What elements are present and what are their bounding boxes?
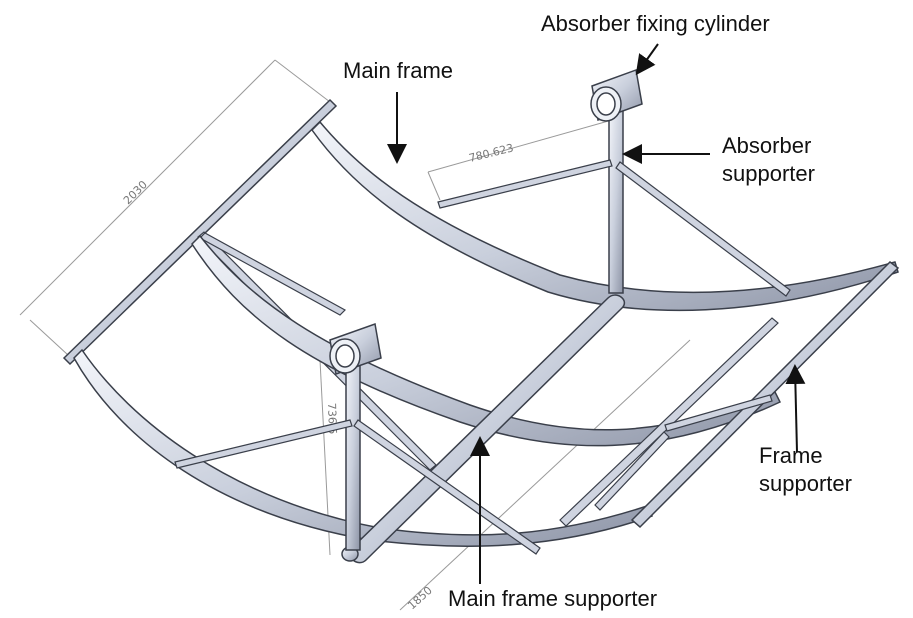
absorber-fixing-cylinder-label: Absorber fixing cylinder: [541, 11, 770, 36]
absorber-braces: [174, 159, 791, 555]
dimension-extension-line: [29, 319, 69, 356]
arrow-frame-supporter: [785, 364, 806, 453]
absorber-fixing-cylinder-rear: [590, 68, 643, 122]
dimension-lines: [19, 59, 691, 611]
absorber-supporter-label-line1: Absorber: [722, 133, 812, 158]
dimension-extension-line: [427, 171, 441, 201]
absorber-supporter-label-line2: supporter: [722, 161, 815, 186]
absorber-supporter-front: [345, 359, 361, 551]
absorber-fixing-cylinder-front: [329, 322, 382, 376]
dimension-1850-text: 1850: [405, 584, 435, 612]
dimension-line-2030: [19, 59, 276, 316]
dimension-extension-line: [274, 59, 331, 103]
dimension-780-text: 780.623: [468, 141, 515, 165]
dimension-line-1850: [399, 339, 691, 611]
frame-supporter-bar: [630, 261, 900, 529]
frame-supporter-label-line2: supporter: [759, 471, 852, 496]
frame-supporter-label-line1: Frame: [759, 443, 823, 468]
main-frame-rib-middle: [191, 234, 782, 447]
main-frame-label: Main frame: [343, 58, 454, 83]
right-cross-bars: [559, 317, 779, 527]
arrow-absorber-fixing-cylinder: [635, 43, 659, 76]
dimension-2030-text: 2030: [121, 178, 150, 207]
callout-arrows: [387, 43, 806, 584]
absorber-supporter-rear: [608, 107, 624, 294]
dimension-line-780: [427, 119, 613, 173]
absorber-supporter-posts: [345, 107, 624, 551]
main-frame-supporter-label: Main frame supporter: [448, 586, 658, 611]
main-frame-rib-back: [311, 120, 899, 312]
left-edge-bar: [62, 98, 338, 366]
